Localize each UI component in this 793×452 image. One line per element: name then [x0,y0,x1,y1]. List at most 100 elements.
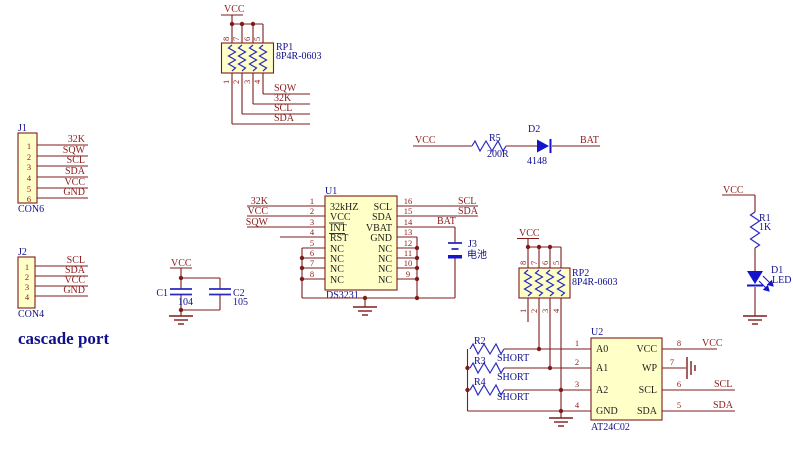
u1-designator: U1 [325,186,337,197]
u1-pin-number: 11 [404,248,412,258]
j2-pin-number: 4 [25,292,30,302]
j2-designator: J2 [18,247,27,258]
u1-pin-number: 10 [404,258,413,268]
r4-designator: R4 [474,377,486,388]
u1-pin-number: 2 [310,206,314,216]
junction-dot [414,265,420,271]
j3-battery: J3 电池 [448,227,487,298]
j1-pin-number: 5 [27,184,31,194]
r5-designator: R5 [489,133,501,144]
u1-ds3231: U1 DS3231 [246,186,479,316]
rp1-pin-number: 8 [221,37,231,41]
net-label-sda: SDA [65,166,86,177]
r3-resistor [469,361,505,375]
net-label-gnd: GND [63,187,85,198]
net-label-sqw: SQW [246,217,269,228]
u2-part-number: AT24C02 [591,422,630,433]
u2-at24c02: U2 AT24C02 R2 SHORT R3 SHORT R4 SHORT [465,327,735,433]
u1-pin-number: 15 [404,206,413,216]
u1-pin-name: NC [330,264,344,275]
net-label-sqw: SQW [274,83,297,94]
rp1-wires [221,14,310,125]
u2-pin-number: 1 [575,338,579,348]
r1-resistor [749,211,761,249]
junction-dot [547,365,553,371]
u1-pin-number: 13 [404,227,413,237]
rp2-pin-number: 6 [540,261,550,265]
capacitor-wires [170,267,221,316]
u2-pin-name: SDA [637,406,658,417]
c2-designator: C2 [233,288,245,299]
u1-pin-name: INT [330,223,347,234]
ground-symbol [169,315,193,325]
net-label-sda: SDA [65,265,86,276]
r1-value: 1K [759,222,772,233]
rp2-pin-number: 4 [551,308,561,313]
junction-dot [362,295,368,301]
u1-pin-name: NC [378,244,392,255]
net-label-32k: 32K [251,196,269,207]
c1-value: 104 [178,297,193,308]
j2-footprint: CON4 [18,309,44,320]
u1-pin-name: NC [378,264,392,275]
j1-designator: J1 [18,123,27,134]
u1-pin-number: 1 [310,196,314,206]
junction-dot [299,255,305,261]
u2-pin-number: 5 [677,400,681,410]
net-label-32k: 32K [274,93,292,104]
ground-symbol [743,315,767,325]
u2-pin-number: 4 [575,400,580,410]
rp2-pin-number: 8 [518,261,528,265]
rp2-resistor-pack: VCC 8 7 6 5 1 2 3 4 [517,228,618,411]
net-label-bat: BAT [437,216,456,227]
r1-designator: R1 [759,213,771,224]
j2-pin-number: 1 [25,262,29,272]
j2-wires [35,265,88,297]
u2-body [590,337,663,421]
j1-wires [37,144,88,199]
junction-dot [299,265,305,271]
d1-designator: D1 [771,265,783,276]
u1-pin-number: 5 [310,238,314,248]
net-label-vcc: VCC [64,177,85,188]
net-label-scl: SCL [458,196,476,207]
u1-pin-number: 4 [310,227,315,237]
u2-pin-number: 8 [677,338,681,348]
vcc-power-label: VCC [723,185,744,196]
rp1-resistor-pack: VCC 8 7 6 5 [220,4,322,125]
r2-designator: R2 [474,336,486,347]
u2-designator: U2 [591,327,603,338]
r4-value: SHORT [497,392,529,403]
junction-dot [465,365,470,371]
j1-pin-number: 1 [27,141,31,151]
net-label-scl: SCL [274,103,292,114]
rp1-body [220,42,275,74]
net-label-vcc: VCC [64,275,85,286]
d2-designator: D2 [528,124,540,135]
u1-pin-name: VCC [330,212,351,223]
u1-pin-name: RST [330,233,348,244]
net-label-scl: SCL [67,155,85,166]
j3-designator: J3 [468,239,477,250]
junction-dot [465,387,470,393]
u1-pin-name: NC [378,275,392,286]
net-label-32k: 32K [68,134,86,145]
u1-pin-number: 16 [404,196,413,206]
u1-body [324,195,398,291]
battery-charge-branch: VCC R5 200R D2 4148 BAT [413,124,600,167]
u1-pin-number: 12 [404,238,413,248]
vcc-power-label: VCC [415,135,436,146]
junction-dot [414,255,420,261]
rp1-resistor-elements [227,44,268,72]
junction-dot [525,244,531,250]
junction-dot [239,21,245,27]
c2-value: 105 [233,297,248,308]
junction-dot [536,346,542,352]
u2-pin-number: 3 [575,379,579,389]
j2-connector: J2 1 2 3 4 SCL SDA VCC GND CON4 [17,247,88,320]
rp1-designator: RP1 [276,42,293,53]
r2-value: SHORT [497,353,529,364]
j1-connector: J1 1 2 3 4 5 6 32K SQW SCL SDA VCC GND C… [17,123,88,215]
r2-resistor [469,342,505,356]
decoupling-capacitors: VCC C1 104 C2 105 [156,258,248,325]
